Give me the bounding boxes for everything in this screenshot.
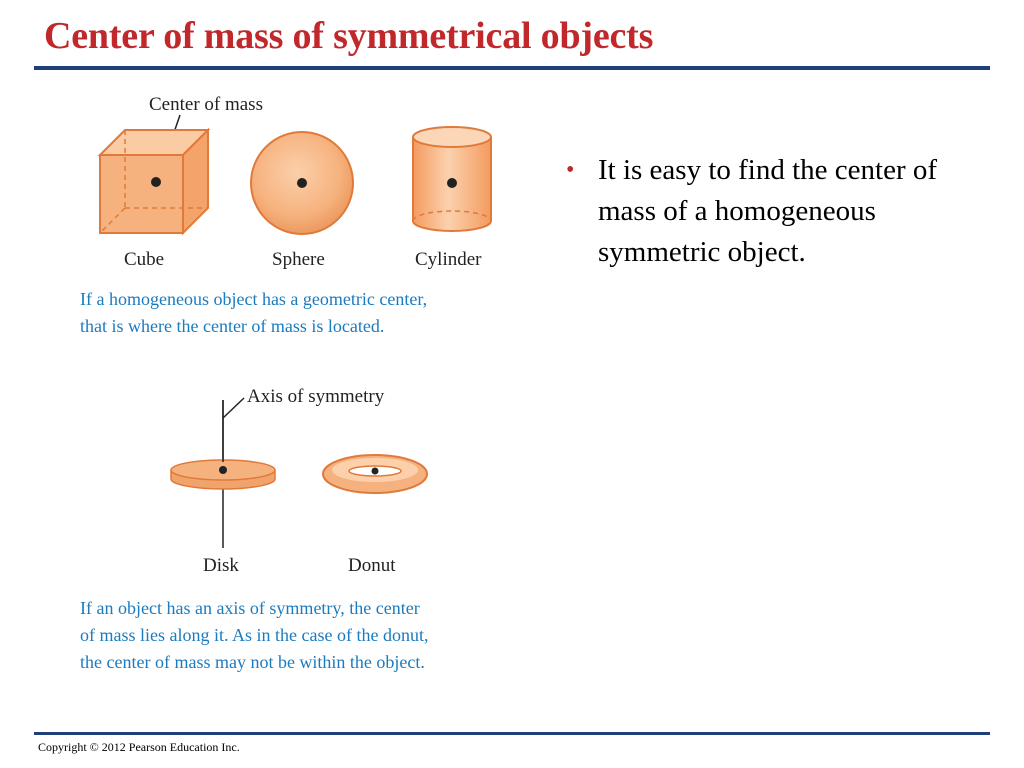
title-divider — [34, 66, 990, 70]
slide-title: Center of mass of symmetrical objects — [44, 15, 654, 57]
bottom-caption-line-3: the center of mass may not be within the… — [80, 652, 425, 672]
disk-label: Disk — [203, 555, 239, 576]
top-caption-line-1: If a homogeneous object has a geometric … — [80, 289, 428, 309]
cylinder-label: Cylinder — [415, 249, 482, 270]
donut-shape — [322, 454, 428, 494]
sphere-label: Sphere — [272, 249, 325, 270]
top-caption-line-2: that is where the center of mass is loca… — [80, 316, 385, 336]
center-of-mass-callout: Center of mass — [149, 94, 263, 115]
copyright-notice: Copyright © 2012 Pearson Education Inc. — [38, 740, 240, 754]
sphere-shape — [250, 131, 354, 235]
disk-shape — [170, 459, 276, 490]
bottom-figure-caption: If an object has an axis of symmetry, th… — [80, 595, 520, 676]
cylinder-shape — [412, 126, 492, 232]
footer-divider — [34, 732, 990, 735]
top-figure-caption: If a homogeneous object has a geometric … — [80, 286, 520, 340]
axis-callout-leader — [222, 397, 245, 419]
cube-shape — [97, 127, 211, 236]
bottom-caption-line-2: of mass lies along it. As in the case of… — [80, 625, 429, 645]
bullet-marker: • — [566, 157, 575, 183]
bullet-text: It is easy to find the center of mass of… — [598, 154, 938, 268]
donut-label: Donut — [348, 555, 396, 576]
cube-label: Cube — [124, 249, 165, 270]
axis-of-symmetry-callout: Axis of symmetry — [247, 386, 385, 407]
bottom-caption-line-1: If an object has an axis of symmetry, th… — [80, 598, 420, 618]
